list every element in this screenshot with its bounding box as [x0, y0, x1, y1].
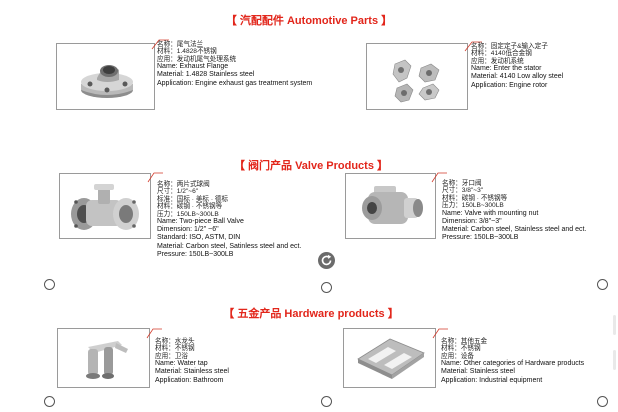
ball-valve-line-cn-name: 名称：两片式球阀 [157, 181, 210, 188]
water-tap-line-en-name: Name: Water tap [155, 360, 208, 368]
nut-valve-description: 名称：牙口阀 尺寸：3/8"~3" 材料：碳钢 · 不锈钢等 压力：150LB~… [442, 180, 586, 242]
ball-valve-line-en-pressure: Pressure: 150LB~300LB [157, 250, 234, 258]
exhaust-line-cn-application: 应用：发动机尾气处理系统 [157, 55, 237, 63]
nut-valve-line-en-name: Name: Valve with mounting nut [442, 209, 539, 217]
nut-valve-line-en-material: Material: Carbon steel, Stainless steel … [442, 226, 587, 234]
other-hardware-line-cn-application: 应用：设备 [441, 352, 474, 360]
other-hardware-line-en-name: Name: Other categories of Hardware produ… [441, 360, 585, 368]
slot-circle-left-2[interactable] [44, 396, 55, 407]
stator-line-cn-material: 材料：4140低合金钢 [471, 50, 532, 58]
slot-circle-left-1[interactable] [44, 279, 55, 290]
exhaust-line-en-material: Material: 1.4828 Stainless steel [157, 71, 255, 79]
ball-valve-line-en-standard: Standard: ISO, ASTM, DIN [157, 234, 241, 242]
stator-description: 名称：固定定子&输入定子 材料：4140低合金钢 应用：发动机系统 Name: … [471, 43, 563, 90]
stator-line-en-material: Material: 4140 Low alloy steel [471, 73, 564, 81]
ball-valve-leader-line [147, 172, 163, 183]
water-tap-line-cn-name: 名称：水龙头 [155, 338, 195, 345]
rotate-icon[interactable] [318, 252, 335, 269]
nut-valve-line-en-dimension: Dimension: 3/8"~3" [442, 217, 502, 225]
ball-valve-photo [59, 173, 151, 239]
ball-valve-line-en-dimension: Dimension: 1/2" ~6" [157, 226, 219, 234]
ball-valve-line-cn-material: 材料：碳钢 · 不锈钢等 [157, 203, 223, 211]
other-hardware-leader-line [432, 328, 448, 339]
water-tap-line-cn-material: 材料：不锈钢 [155, 345, 195, 353]
ball-valve-line-en-name: Name: Two-piece Ball Valve [157, 218, 244, 226]
exhaust-leader-line [151, 39, 169, 50]
water-tap-line-cn-application: 应用：卫浴 [155, 352, 188, 360]
water-tap-leader-line [146, 328, 162, 339]
section-title-hardware: 【 五金产品 Hardware products 】 [223, 308, 399, 320]
exhaust-line-en-name: Name: Exhaust Flange [157, 63, 229, 71]
slot-circle-right-1[interactable] [597, 279, 608, 290]
exhaust-description: 名称：尾气法兰 材料：1.4828不锈钢 应用：发动机尾气处理系统 Name: … [157, 41, 312, 88]
stator-leader-line [464, 41, 482, 52]
nut-valve-line-cn-name: 名称：牙口阀 [442, 180, 482, 187]
nut-valve-line-cn-material: 材料：碳钢 · 不锈钢等 [442, 194, 508, 202]
section-title-automotive: 【 汽配配件 Automotive Parts 】 [225, 15, 393, 27]
exhaust-flange-photo [56, 43, 155, 110]
stator-photo [366, 43, 468, 110]
other-hardware-description: 名称：其他五金 材料：不锈钢 应用：设备 Name: Other categor… [441, 338, 584, 385]
other-hardware-line-en-material: Material: Stainless steel [441, 368, 515, 376]
nut-valve-line-cn-pressure: 压力：150LB~300LB [442, 202, 504, 210]
nut-valve-line-cn-size: 尺寸：3/8"~3" [442, 187, 484, 195]
ball-valve-line-cn-pressure: 压力：150LB~300LB [157, 210, 219, 218]
nut-valve-line-en-pressure: Pressure: 150LB~300LB [442, 234, 519, 242]
other-hardware-line-cn-material: 材料：不锈钢 [441, 345, 481, 353]
ball-valve-line-cn-standard: 标准：国标 · 美标 · 德标 [157, 195, 229, 203]
other-hardware-line-cn-name: 名称：其他五金 [441, 338, 488, 345]
nut-valve-photo [345, 173, 436, 239]
exhaust-line-cn-material: 材料：1.4828不锈钢 [157, 48, 217, 56]
stator-line-en-name: Name: Enter the stator [471, 65, 542, 73]
water-tap-line-en-material: Material: Stainless steel [155, 368, 229, 376]
stator-line-cn-name: 名称：固定定子&输入定子 [471, 43, 548, 50]
stator-line-cn-application: 应用：发动机系统 [471, 57, 524, 65]
stator-line-en-application: Application: Engine rotor [471, 81, 548, 89]
ball-valve-line-en-material: Material: Carbon steel, Satinless steel … [157, 242, 302, 250]
exhaust-line-cn-name: 名称：尾气法兰 [157, 41, 204, 48]
slot-circle-middle-1[interactable] [321, 282, 332, 293]
ball-valve-line-cn-size: 尺寸：1/2"~6" [157, 188, 199, 196]
slot-circle-middle-2[interactable] [321, 396, 332, 407]
other-hardware-line-en-application: Application: Industrial equipment [441, 376, 543, 384]
water-tap-photo [57, 328, 150, 388]
exhaust-line-en-application: Application: Engine exhaust gas treatmen… [157, 79, 313, 87]
nut-valve-leader-line [431, 172, 447, 183]
ball-valve-description: 名称：两片式球阀 尺寸：1/2"~6" 标准：国标 · 美标 · 德标 材料：碳… [157, 181, 301, 259]
water-tap-line-en-application: Application: Bathroom [155, 376, 224, 384]
water-tap-description: 名称：水龙头 材料：不锈钢 应用：卫浴 Name: Water tap Mate… [155, 338, 229, 385]
section-title-valve: 【 阀门产品 Valve Products 】 [233, 160, 389, 172]
scrollbar-hint-1[interactable] [613, 315, 616, 335]
slot-circle-right-2[interactable] [597, 396, 608, 407]
scrollbar-hint-2[interactable] [613, 350, 616, 370]
other-hardware-photo [343, 328, 436, 388]
